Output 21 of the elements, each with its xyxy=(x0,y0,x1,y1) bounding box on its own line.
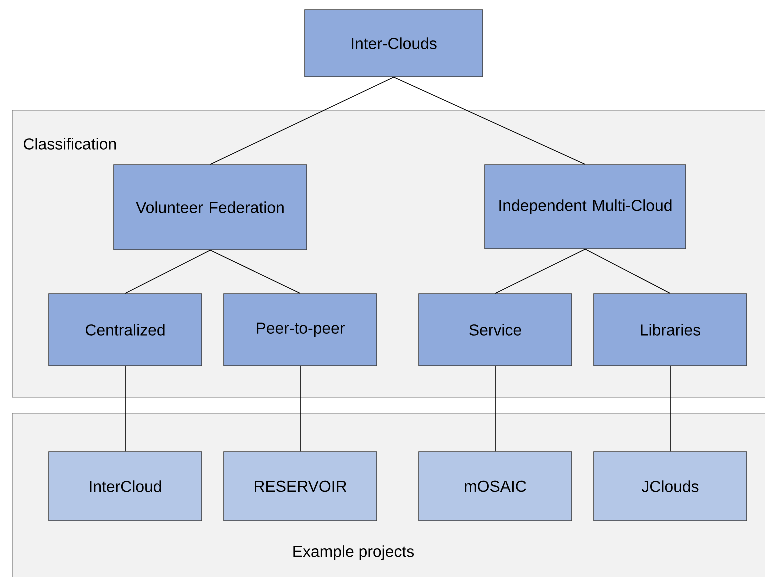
connector-line xyxy=(495,366,496,452)
category-box: Service xyxy=(418,294,572,366)
connector-line xyxy=(125,250,211,294)
connector-line xyxy=(495,249,586,294)
connector-line xyxy=(670,366,671,452)
category-box: Peer-to-peer xyxy=(224,294,378,366)
connector-line xyxy=(125,366,126,452)
project-box: InterCloud xyxy=(48,452,202,522)
connector-line xyxy=(300,366,301,452)
project-box: mOSAIC xyxy=(418,452,572,522)
category-box: Volunteer Federation xyxy=(114,164,308,250)
category-box: Inter-Clouds xyxy=(304,10,484,78)
project-box: JClouds xyxy=(594,452,748,522)
category-box: Independent Multi-Cloud xyxy=(484,164,686,250)
connector-line xyxy=(394,77,586,165)
category-box: Libraries xyxy=(594,294,748,366)
project-box: RESERVOIR xyxy=(224,452,378,522)
connector-line xyxy=(585,249,671,294)
category-box: Centralized xyxy=(48,294,202,366)
connector-line xyxy=(210,250,301,294)
connector-line xyxy=(210,77,394,165)
